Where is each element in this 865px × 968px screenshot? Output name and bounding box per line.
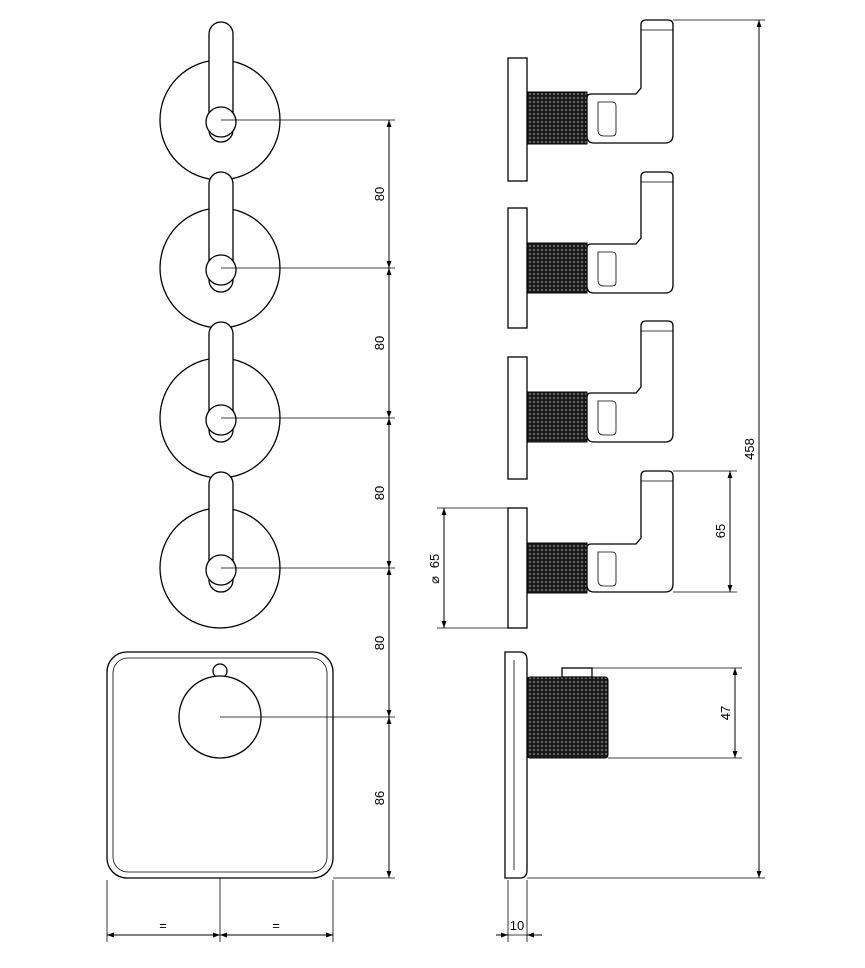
diameter-symbol: ⌀ [427,576,442,584]
front-handle-1 [159,21,395,181]
side-lever-1-inner [597,101,617,137]
side-knurled-body-2 [526,242,588,294]
spacing-label-1: 80 [372,187,387,201]
front-handle-2 [159,171,395,329]
width-dimension: = = [106,878,334,942]
knob-height-label: 47 [718,706,733,720]
side-lever-2 [586,171,674,294]
side-lever-3 [586,320,674,443]
side-plate-2 [507,207,528,329]
width-label-right: = [272,918,280,933]
spacing-label-4: 80 [372,636,387,650]
diameter-dimension: ⌀ 65 [427,507,508,629]
diameter-label: 65 [427,554,442,568]
side-handle-4 [507,470,674,629]
side-lever-4 [586,470,674,593]
side-handle-3 [507,320,674,480]
side-lever-2-inner [597,251,617,287]
plate-dimension-label: 86 [372,791,387,805]
side-plate-4 [507,507,528,629]
depth-label: 10 [510,918,524,933]
knob-height-dimension: 47 [592,667,742,759]
spacing-label-3: 80 [372,486,387,500]
front-handle-4 [159,471,395,629]
depth-dimension: 10 [496,880,542,942]
side-plate-3 [507,356,528,480]
side-lever-4-inner [597,551,617,587]
side-knurled-body-1 [526,91,588,145]
side-plate-unit [504,651,609,879]
width-label-left: = [159,918,167,933]
side-lever-3-inner [597,400,617,436]
side-handle-1 [507,19,674,182]
side-knurled-body-3 [526,391,588,443]
front-knob-4 [205,554,237,586]
side-square-plate [504,651,528,879]
side-handle-2 [507,171,674,329]
side-lever-1 [586,19,674,144]
front-knob-3 [205,404,237,436]
total-height-dimension: 458 [527,19,765,879]
side-knob-cap [561,667,593,678]
handle-height-dimension: 65 [673,470,737,593]
spacing-label-2: 80 [372,336,387,350]
front-knob-1 [205,106,237,138]
side-knurled-body-4 [526,542,588,594]
front-knob-2 [205,254,237,286]
side-plate-1 [507,57,528,182]
handle-height-label: 65 [713,524,728,538]
side-view: 458 ⌀ 65 65 47 [427,19,765,942]
front-handle-3 [159,321,395,479]
side-knurled-knob [526,676,609,759]
front-plate [106,651,395,879]
vertical-dimension-chain: 80 80 80 80 86 [372,120,392,878]
total-height-label: 458 [742,438,757,460]
front-view: 80 80 80 80 86 = = [106,21,395,942]
plate-inner [112,657,328,873]
